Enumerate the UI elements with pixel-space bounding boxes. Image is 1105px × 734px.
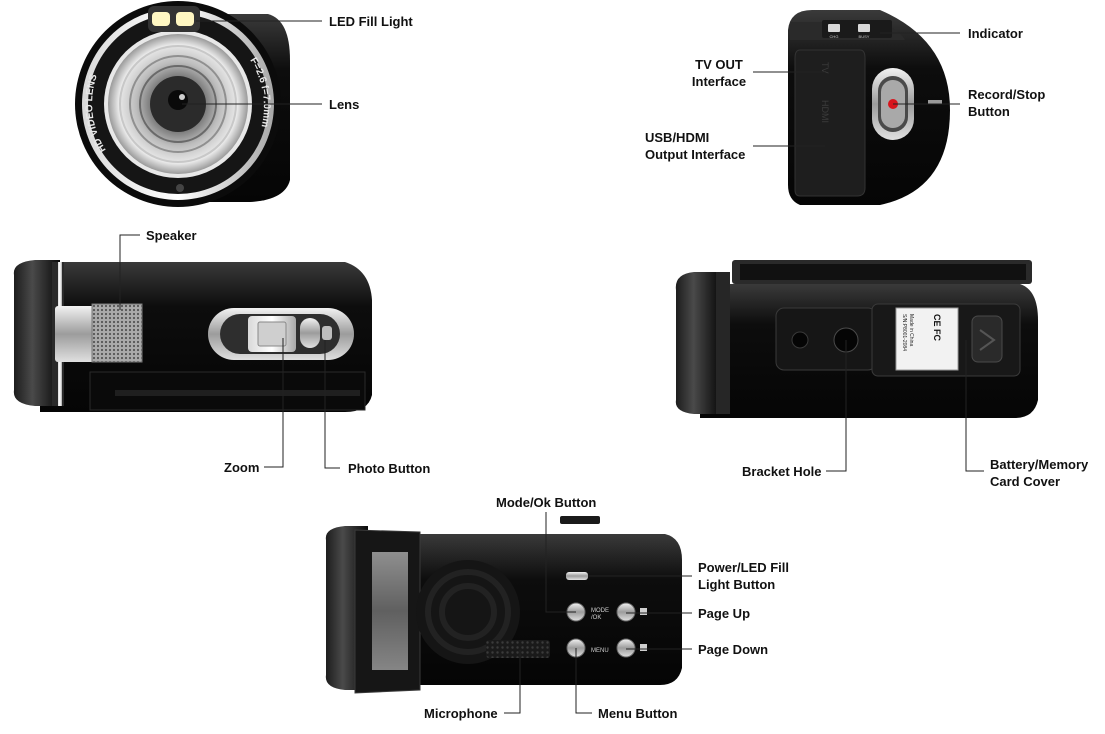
label-line: Light Button [698, 577, 776, 592]
label-line: Button [968, 104, 1010, 119]
tv-port-text: TV [820, 62, 830, 74]
label-sticker [895, 307, 959, 371]
label-record-stop: Record/Stop Button [968, 86, 1045, 120]
leader-microphone [504, 650, 521, 714]
label-line: Power/LED Fill [698, 560, 790, 575]
label-line: Page Up [698, 606, 751, 621]
label-bracket-hole: Bracket Hole [742, 463, 821, 480]
leader-speaker [119, 234, 140, 310]
label-mode-ok: Mode/Ok Button [496, 494, 596, 511]
side-view: CHG BUSY TV HDMI [788, 10, 950, 205]
serial-number-text: S/N:P8001-2084 [901, 314, 907, 351]
label-line: TV OUT [695, 57, 743, 72]
label-page-up: Page Up [698, 605, 750, 622]
bottom-view: Made in China S/N:P8001-2084 CE FC [675, 260, 1038, 418]
busy-text: BUSY [859, 34, 870, 39]
leader-mode [545, 512, 576, 613]
label-lens: Lens [329, 96, 359, 113]
label-line: Bracket Hole [742, 464, 822, 479]
label-page-down: Page Down [698, 641, 768, 658]
label-usb-hdmi: USB/HDMI Output Interface [645, 129, 745, 163]
label-speaker: Speaker [146, 227, 197, 244]
menu-text: MENU [591, 648, 609, 654]
left-side-view [13, 260, 372, 412]
label-line: USB/HDMI [645, 130, 710, 145]
label-photo-button: Photo Button [348, 460, 430, 477]
made-in-china-text: Made in China [908, 314, 914, 346]
label-line: Interface [691, 74, 747, 89]
label-line: Mode/Ok Button [496, 495, 597, 510]
led-lamp-right [176, 12, 194, 26]
mode-text: MODE [591, 608, 609, 614]
label-line: Record/Stop [968, 87, 1046, 102]
label-zoom: Zoom [224, 459, 259, 476]
back-view: MODE /OK MENU [325, 516, 682, 694]
label-microphone: Microphone [424, 705, 498, 722]
leader-battery [965, 340, 984, 472]
front-view: HD VIDEO LENS F=2.6 f=7.0mm [75, 1, 290, 207]
page-down-key [616, 638, 636, 658]
leader-zoom [264, 338, 284, 468]
label-tv-out: TV OUT Interface [688, 56, 750, 90]
label-line: Page Down [698, 642, 769, 657]
label-line: Speaker [146, 228, 197, 243]
leader-photo [324, 340, 340, 469]
label-line: Card Cover [990, 474, 1061, 489]
label-battery-cover: Battery/Memory Card Cover [990, 456, 1088, 490]
label-line: Menu Button [598, 706, 678, 721]
label-indicator: Indicator [968, 25, 1023, 42]
label-line: Output Interface [645, 147, 746, 162]
led-lamp-left [152, 12, 170, 26]
label-line: Zoom [224, 460, 260, 475]
label-line: Battery/Memory [990, 457, 1089, 472]
label-power-led: Power/LED Fill Light Button [698, 559, 789, 593]
chg-text: CHG [830, 34, 839, 39]
ce-fcc-mark: CE FC [932, 314, 942, 342]
label-led-fill-light: LED Fill Light [329, 13, 413, 30]
label-line: LED Fill Light [329, 14, 413, 29]
label-menu-button: Menu Button [598, 705, 677, 722]
label-line: Photo Button [348, 461, 431, 476]
label-line: Indicator [968, 26, 1023, 41]
hdmi-port-text: HDMI [820, 100, 830, 123]
leader-menu [575, 648, 592, 714]
microphone-grille [486, 640, 550, 658]
ok-text: /OK [591, 615, 601, 621]
label-line: Lens [329, 97, 360, 112]
leader-bracket [826, 340, 847, 472]
leader-lines [119, 20, 984, 714]
page-up-key [616, 602, 636, 622]
label-line: Microphone [424, 706, 498, 721]
